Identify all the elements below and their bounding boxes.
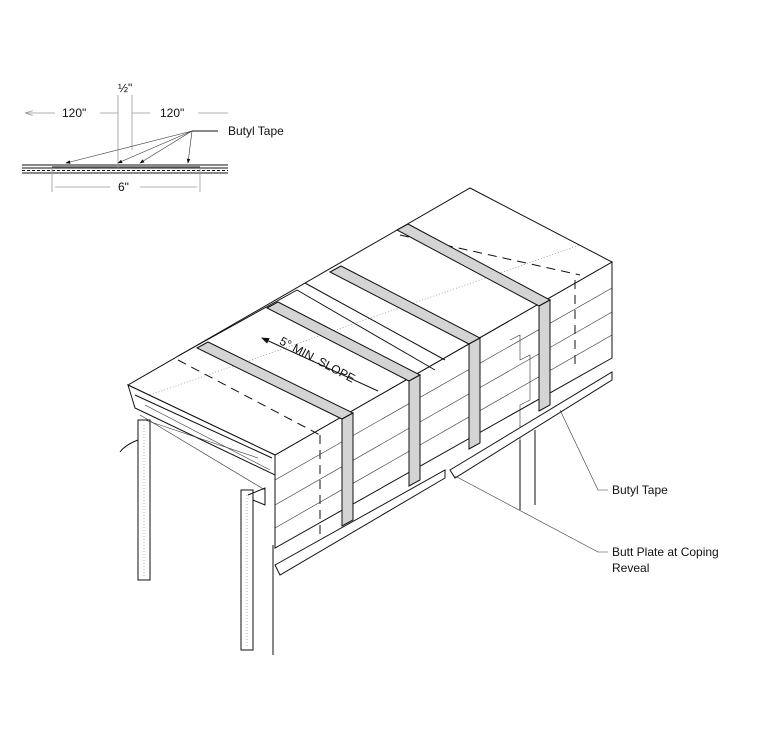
dim-left-label: 120" bbox=[62, 106, 86, 120]
butyl-tape-leader bbox=[559, 409, 608, 491]
dim-right-label: 120" bbox=[160, 106, 184, 120]
hidden-edge-1 bbox=[177, 359, 321, 436]
side-line-3 bbox=[274, 334, 613, 529]
side-line-2 bbox=[274, 311, 613, 506]
top-hidden-line bbox=[149, 244, 581, 396]
butt-plate-2 bbox=[449, 371, 613, 479]
butyl-tape-callout: Butyl Tape bbox=[612, 483, 668, 497]
slope-arrow bbox=[261, 337, 379, 392]
section-step-1 bbox=[177, 289, 298, 357]
butt-plate-callout-line1: Butt Plate at Coping bbox=[612, 545, 719, 559]
tape-band-side-4 bbox=[538, 299, 551, 412]
joint-section-detail: 120" ½" 120" 6" Butyl Tape bbox=[22, 81, 284, 194]
front-inner-edge bbox=[134, 394, 273, 459]
butt-plate-leader bbox=[454, 475, 608, 553]
leader-arrow-3 bbox=[139, 130, 193, 164]
coping-isometric: 5° MIN. SLOPE Butyl Tape Butt Plate at C… bbox=[119, 187, 719, 655]
section-joint-2 bbox=[304, 282, 446, 361]
drip-edge bbox=[119, 439, 139, 453]
reveal-cutout bbox=[509, 334, 531, 440]
leader-arrow-1 bbox=[65, 130, 193, 164]
dim-gap-label: ½" bbox=[118, 81, 132, 95]
butyl-tape-strip bbox=[52, 165, 200, 168]
inner-cleat bbox=[247, 487, 266, 506]
tape-band-side-1 bbox=[341, 412, 354, 527]
leader-arrow-4 bbox=[186, 130, 193, 164]
front-diagonal-2 bbox=[144, 419, 259, 459]
leader-arrow-2 bbox=[117, 130, 193, 164]
side-line-1 bbox=[274, 287, 613, 481]
butt-plate-1 bbox=[274, 469, 446, 576]
front-diagonal-1 bbox=[144, 404, 271, 471]
cleat-line bbox=[139, 414, 266, 491]
detail-callout-label: Butyl Tape bbox=[228, 124, 284, 138]
tape-band-side-2 bbox=[408, 374, 421, 487]
dim-overall-label: 6" bbox=[118, 180, 129, 194]
coping-front-face bbox=[127, 384, 276, 476]
butt-plate-callout-line2: Reveal bbox=[612, 561, 649, 575]
tape-band-side-3 bbox=[468, 337, 481, 450]
section-joint-1 bbox=[296, 289, 436, 371]
